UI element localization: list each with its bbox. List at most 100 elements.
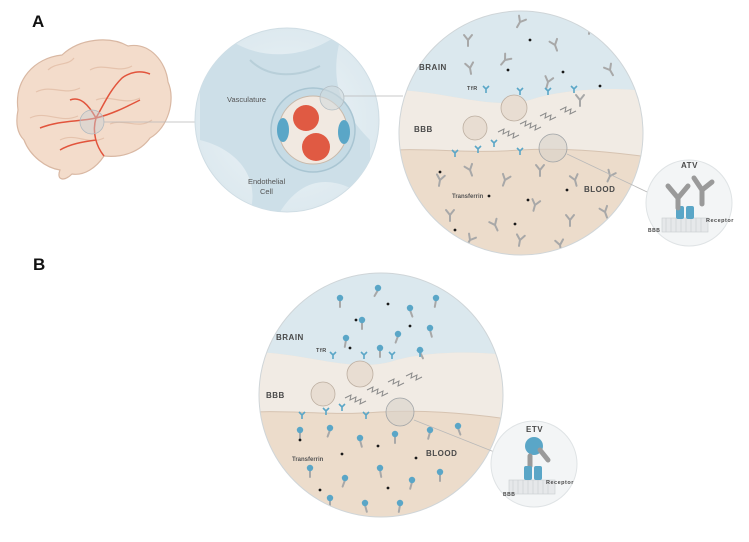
enzyme-glyph bbox=[326, 424, 334, 432]
enzyme-glyph bbox=[454, 422, 462, 430]
enzyme-glyph bbox=[342, 334, 350, 342]
enzyme-glyph bbox=[391, 430, 399, 438]
enzyme-glyph bbox=[376, 344, 384, 352]
antibody-glyph bbox=[488, 217, 499, 232]
vesicle bbox=[462, 115, 488, 141]
tfr-receptor-glyph bbox=[490, 139, 498, 147]
enzyme-glyph bbox=[306, 464, 314, 472]
tight-junction bbox=[497, 106, 577, 139]
transferrin-dot bbox=[528, 38, 532, 42]
tfr-label-a: TfR bbox=[467, 86, 478, 92]
enzyme-glyph bbox=[408, 476, 416, 484]
antibody-glyph bbox=[515, 233, 526, 247]
vasculature-label: Vasculature bbox=[227, 95, 266, 104]
transferrin-dot bbox=[318, 488, 322, 492]
antibody-shape bbox=[691, 175, 715, 207]
antibody-glyph bbox=[464, 61, 475, 75]
tfr-receptor-glyph bbox=[451, 149, 459, 157]
enzyme-glyph bbox=[374, 284, 382, 292]
transferrin-dot bbox=[565, 188, 569, 192]
enzyme-glyph bbox=[361, 499, 369, 507]
inset-zoom-marker bbox=[538, 133, 568, 163]
transferrin-dot bbox=[386, 486, 390, 490]
tfr-receptor-glyph bbox=[388, 351, 396, 359]
antibody-glyph bbox=[501, 172, 512, 187]
tfr-receptor-glyph bbox=[338, 403, 346, 411]
transferrin-dot bbox=[526, 198, 530, 202]
brain-label-b: BRAIN bbox=[276, 333, 304, 342]
panel-b-letter: B bbox=[33, 255, 45, 274]
antibody-glyph bbox=[535, 164, 545, 177]
brain-zone-a bbox=[399, 11, 643, 103]
antibody-glyph bbox=[603, 62, 614, 77]
antibody-glyph bbox=[544, 75, 555, 89]
enzyme-glyph bbox=[406, 304, 414, 312]
blood-label-a: BLOOD bbox=[584, 185, 615, 194]
enzyme-glyph bbox=[296, 426, 304, 434]
transferrin-label-a: Transferrin bbox=[452, 194, 484, 200]
brain-zone-b bbox=[259, 273, 503, 365]
vessel-cross-section: Vasculature Endothelial Cell bbox=[194, 27, 380, 213]
transferrin-dot bbox=[598, 84, 602, 88]
enzyme-glyph bbox=[376, 464, 384, 472]
atv-receptor-label: Receptor bbox=[706, 218, 734, 224]
receptor-shape bbox=[524, 466, 532, 480]
vesicle bbox=[310, 381, 336, 407]
blood-label-b: BLOOD bbox=[426, 449, 457, 458]
transferrin-dot bbox=[438, 170, 442, 174]
enzyme-glyph bbox=[396, 499, 404, 507]
transferrin-dot bbox=[513, 222, 517, 226]
antibody-glyph bbox=[548, 37, 559, 52]
transferrin-dot bbox=[348, 346, 352, 350]
enzyme-glyph bbox=[341, 474, 349, 482]
etv-receptor-label: Receptor bbox=[546, 480, 574, 486]
brain-zoom-marker bbox=[79, 109, 105, 135]
tight-junction bbox=[344, 372, 423, 405]
enzyme-glyph bbox=[358, 316, 366, 324]
tfr-receptor-glyph bbox=[482, 85, 490, 93]
tfr-receptor-glyph bbox=[416, 349, 424, 357]
transferrin-dot bbox=[340, 452, 344, 456]
receptor-shape bbox=[534, 466, 542, 480]
antibody-glyph bbox=[606, 168, 617, 183]
brain-label-a: BRAIN bbox=[419, 63, 447, 72]
tfr-receptor-glyph bbox=[516, 87, 524, 95]
etv-bbb-label: BBB bbox=[503, 492, 515, 498]
antibody-glyph bbox=[516, 14, 527, 29]
endothelial-label-line2: Cell bbox=[260, 187, 273, 196]
bbb-zoom-circle-a: BRAIN BBB BLOOD TfR Transferrin bbox=[398, 10, 644, 256]
panel-a-letter: A bbox=[32, 12, 44, 31]
transferrin-dot bbox=[561, 70, 565, 74]
tfr-receptor-glyph bbox=[360, 351, 368, 359]
enzyme-glyph bbox=[426, 324, 434, 332]
transferrin-dot bbox=[386, 302, 390, 306]
enzyme-glyph bbox=[326, 494, 334, 502]
transferrin-dot bbox=[298, 438, 302, 442]
endothelial-label-line1: Endothelial bbox=[248, 177, 285, 186]
bbb-label-b: BBB bbox=[266, 391, 285, 400]
tfr-label-b: TfR bbox=[316, 348, 327, 354]
antibody-shape bbox=[527, 447, 551, 469]
tfr-receptor-glyph bbox=[362, 411, 370, 419]
tfr-receptor-glyph bbox=[322, 407, 330, 415]
enzyme-glyph bbox=[394, 330, 402, 338]
tfr-receptor-glyph bbox=[474, 145, 482, 153]
transferrin-dot bbox=[354, 318, 358, 322]
enzyme-glyph bbox=[336, 294, 344, 302]
tfr-receptor-glyph bbox=[570, 85, 578, 93]
antibody-glyph bbox=[435, 173, 446, 187]
brain-illustration bbox=[16, 39, 172, 180]
antibody-glyph bbox=[626, 40, 637, 55]
enzyme-glyph bbox=[436, 468, 444, 476]
bbb-zoom-circle-b: BRAIN BBB BLOOD TfR Transferrin bbox=[258, 272, 504, 518]
receptor-shape bbox=[686, 206, 694, 219]
tfr-receptor-glyph bbox=[298, 411, 306, 419]
transferrin-dot bbox=[487, 194, 491, 198]
antibody-glyph bbox=[463, 34, 473, 47]
enzyme-glyph bbox=[426, 426, 434, 434]
tfr-receptor-glyph bbox=[516, 147, 524, 155]
transferrin-dot bbox=[414, 456, 418, 460]
tfr-receptor-glyph bbox=[329, 351, 337, 359]
enzyme-glyph bbox=[432, 294, 440, 302]
